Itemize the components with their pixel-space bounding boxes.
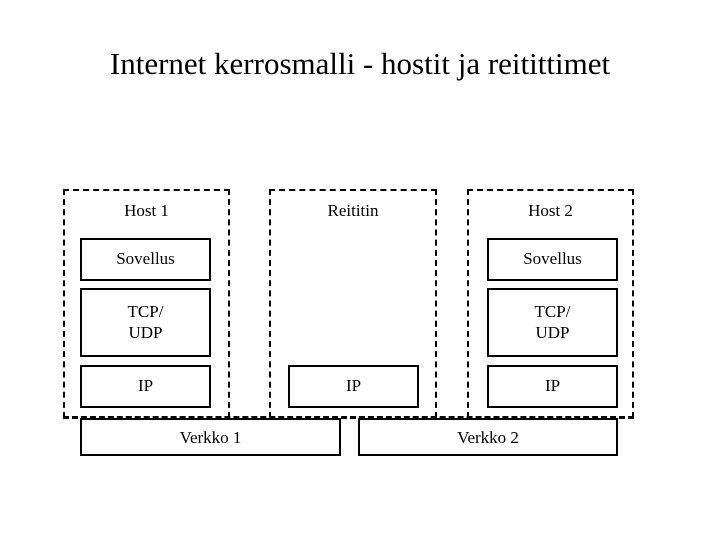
network-box-verkko-2: Verkko 2 [358,418,618,456]
layer-box-router-ip: IP [288,365,419,408]
layer-box-host1-ip: IP [80,365,211,408]
layer-box-host1-transport: TCP/ UDP [80,288,211,357]
panel-router: Reititin [269,189,437,418]
page-title: Internet kerrosmalli - hostit ja reititt… [109,46,611,81]
panel-host2-label: Host 2 [528,201,573,220]
layer-box-host2-transport: TCP/ UDP [487,288,618,357]
layer-box-host2-ip: IP [487,365,618,408]
panel-router-label: Reititin [327,201,379,220]
panel-bottom-dashed-rail [63,416,634,419]
panel-host1-label: Host 1 [124,201,169,220]
layer-box-host1-application: Sovellus [80,238,211,281]
network-box-verkko-1: Verkko 1 [80,418,341,456]
panel-host1: Host 1 [63,189,230,418]
layer-box-host2-application: Sovellus [487,238,618,281]
panel-host2: Host 2 [467,189,634,418]
